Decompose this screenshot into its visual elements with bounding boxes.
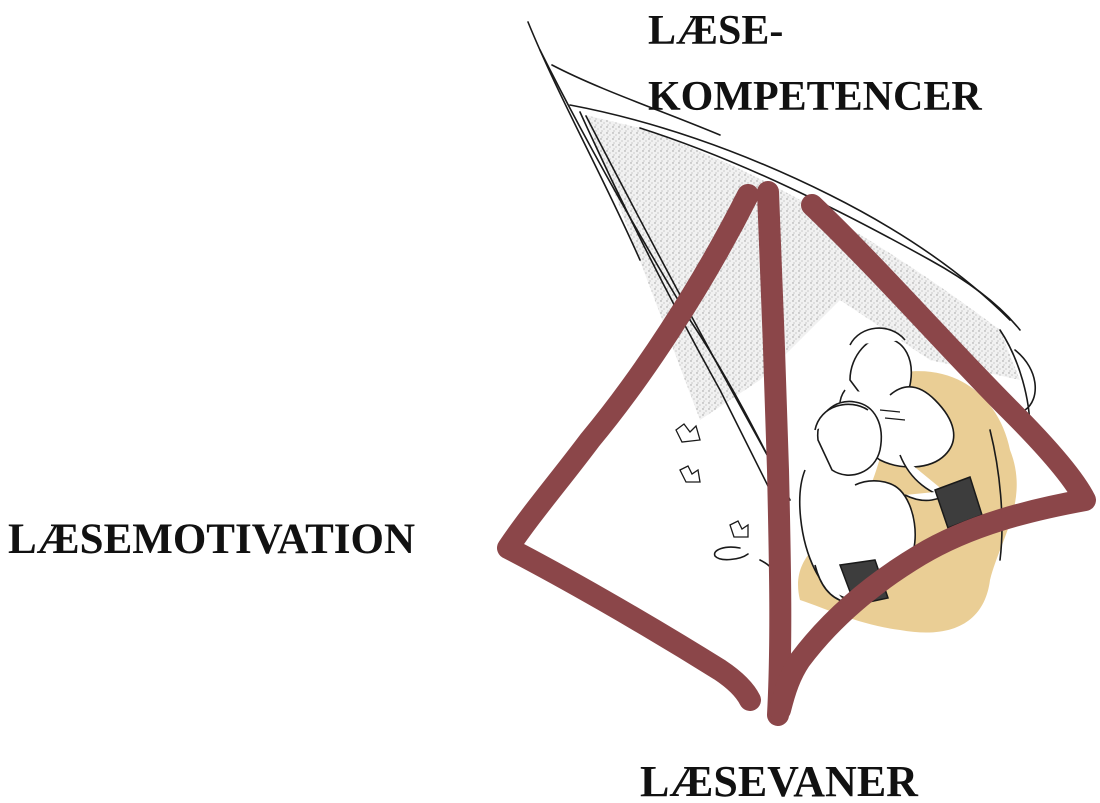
label-laese: LÆSE- bbox=[648, 10, 783, 52]
leaf-icons bbox=[676, 424, 748, 537]
label-laesevaner: LÆSEVANER bbox=[640, 760, 918, 803]
label-kompetencer: KOMPETENCER bbox=[648, 76, 982, 118]
label-laesemotivation: LÆSEMOTIVATION bbox=[8, 518, 415, 561]
